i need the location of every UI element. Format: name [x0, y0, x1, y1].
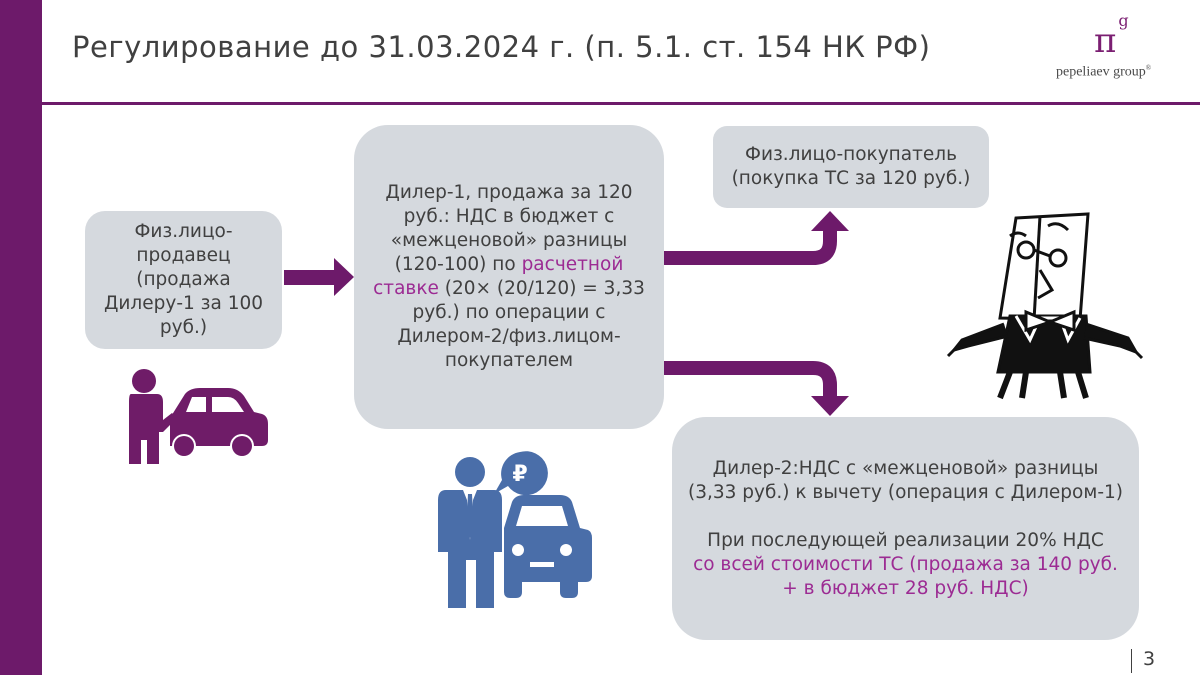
dealer2-line2-plain: При последующей реализации 20% НДС: [707, 529, 1104, 551]
arrow-dealer1-to-dealer2: [664, 361, 849, 416]
sidebar-bar: [0, 0, 42, 675]
dealer2-line1: Дилер-2:НДС с «межценовой» разницы (3,33…: [688, 457, 1123, 503]
buyer-box: Физ.лицо-покупатель (покупка ТС за 120 р…: [713, 126, 989, 208]
ruble-icon: ₽: [494, 451, 548, 496]
page-number-separator: [1131, 649, 1132, 673]
logo-name: pepeliaev group: [1056, 64, 1146, 80]
svg-text:₽: ₽: [512, 462, 527, 487]
dealer1-text-part2: (20× (20/120) = 3,33 руб.) по операции с…: [397, 278, 645, 371]
person-with-car-icon: [129, 369, 268, 464]
logo-pi: π: [1094, 21, 1117, 61]
logo-mark: πg: [1094, 12, 1129, 61]
cartoon-character-icon: [946, 212, 1144, 400]
dealer1-text: Дилер-1, продажа за 120 руб.: НДС в бюдж…: [372, 181, 646, 373]
page-title: Регулирование до 31.03.2024 г. (п. 5.1. …: [72, 30, 931, 64]
page-number: 3: [1143, 648, 1156, 670]
logo-sup: g: [1118, 10, 1129, 30]
title-divider: [42, 102, 1200, 105]
seller-text: Физ.лицо-продавец (продажа Дилеру-1 за 1…: [103, 221, 264, 338]
logo-text: pepeliaev group®: [1056, 64, 1151, 81]
dealer1-text-part1: Дилер-1, продажа за 120 руб.: НДС в бюдж…: [385, 182, 633, 275]
businessman-with-car-icon: [438, 457, 592, 608]
dealer1-highlight: расчетной ставке: [373, 254, 624, 299]
seller-box: Физ.лицо-продавец (продажа Дилеру-1 за 1…: [85, 211, 282, 349]
dealer2-box: Дилер-2:НДС с «межценовой» разницы (3,33…: [672, 417, 1139, 640]
dealer2-line2-highlight: со всей стоимости ТС (продажа за 140 руб…: [693, 553, 1118, 599]
logo-reg: ®: [1145, 64, 1152, 72]
buyer-text: Физ.лицо-покупатель (покупка ТС за 120 р…: [731, 144, 971, 189]
arrow-seller-to-dealer1: [284, 258, 354, 296]
arrow-dealer1-to-buyer: [664, 211, 849, 265]
dealer1-box: Дилер-1, продажа за 120 руб.: НДС в бюдж…: [354, 125, 664, 429]
